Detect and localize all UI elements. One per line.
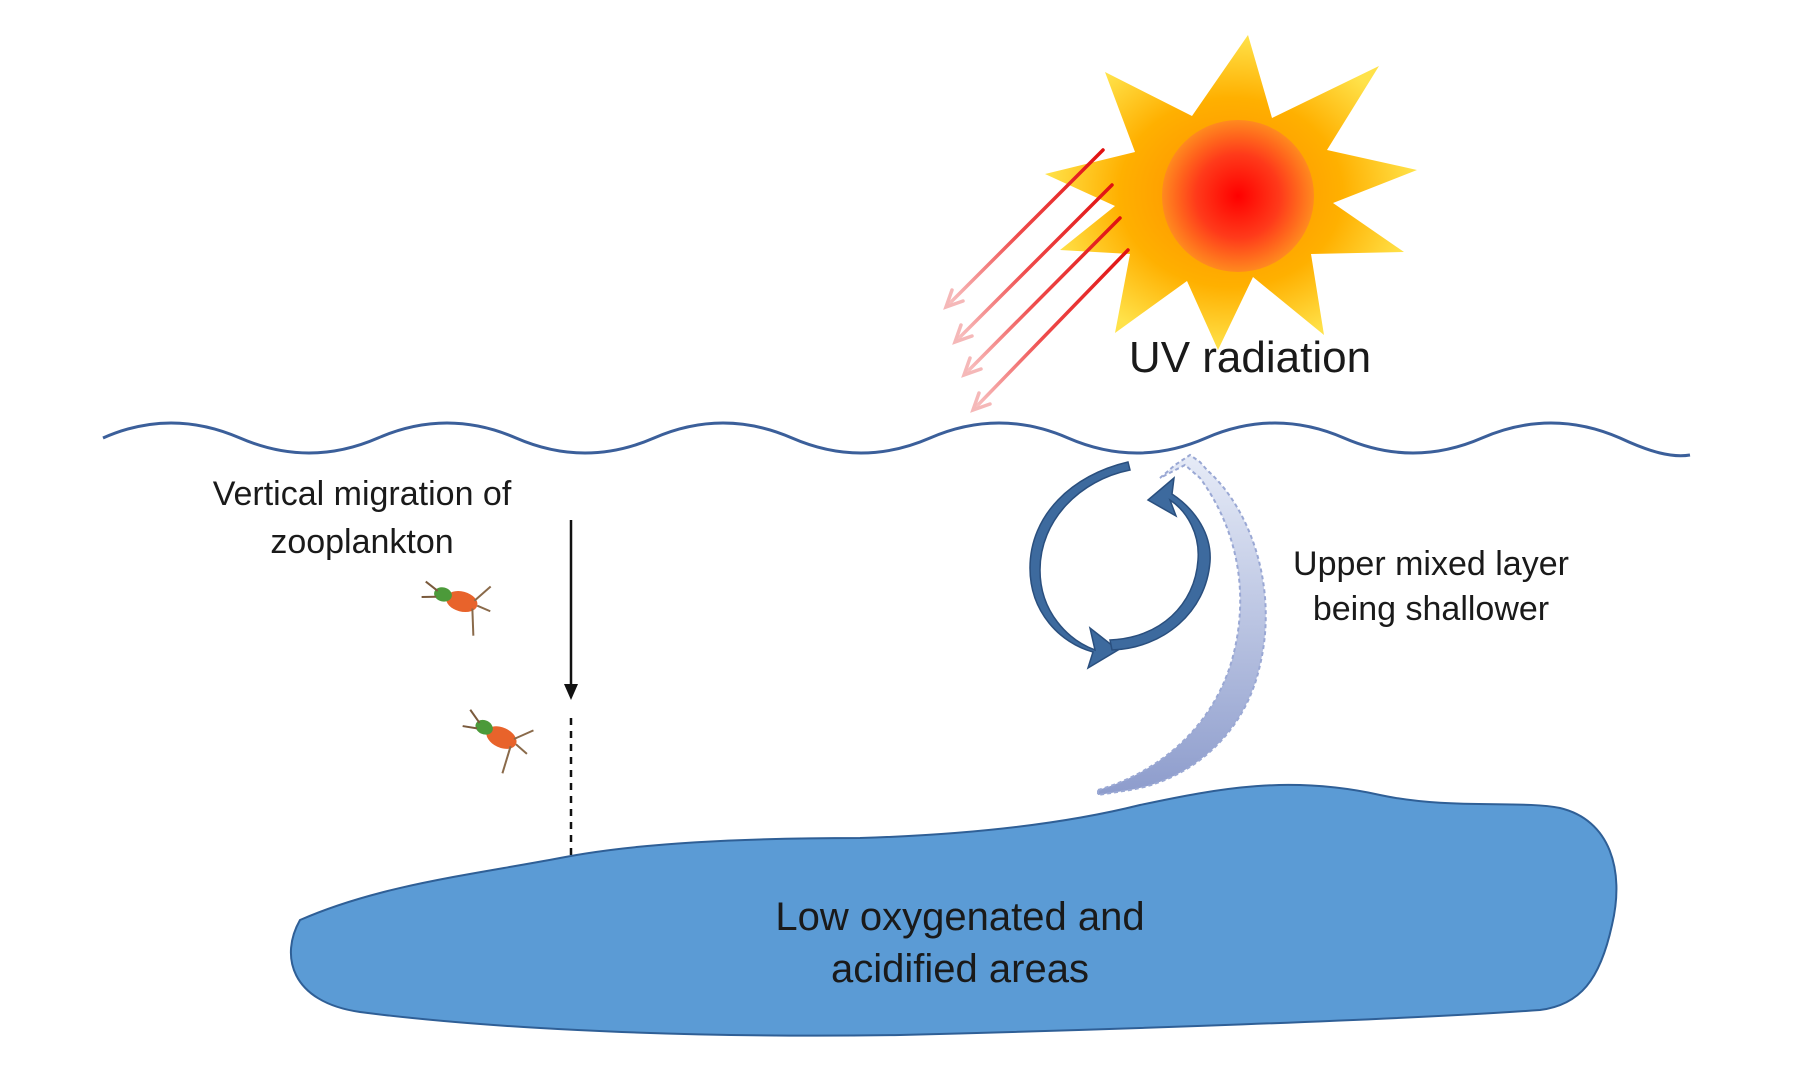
blue-blob — [289, 783, 1618, 1037]
cycle-arrow-left — [1029, 461, 1131, 670]
low-oxygen-label-line1: Low oxygenated and — [775, 895, 1144, 939]
uv-ray-3 — [961, 216, 1122, 378]
migration-arrow-solid — [564, 520, 578, 700]
uv-ray-arrows — [943, 148, 1130, 413]
low-oxygen-label-line2: acidified areas — [831, 947, 1089, 991]
uv-ray-1 — [943, 148, 1105, 310]
wavy-surface-line — [102, 421, 1691, 458]
faded-curved-arrow — [1097, 453, 1267, 797]
uv-ray-2 — [952, 183, 1114, 345]
upper-mixed-label-line1: Upper mixed layer — [1293, 545, 1569, 583]
sun-icon — [1045, 35, 1417, 350]
zooplankton-icon — [462, 709, 534, 774]
upper-mixed-label-line2: being shallower — [1313, 590, 1549, 628]
vertical-migration-label-line2: zooplankton — [270, 523, 453, 561]
uv-ray-4 — [970, 248, 1130, 413]
vertical-migration-label-line1: Vertical migration of — [213, 475, 512, 513]
zooplankton-icon — [421, 580, 492, 636]
circular-mixing-arrows — [1029, 461, 1211, 670]
uv-radiation-label: UV radiation — [1129, 333, 1371, 382]
cycle-arrow-right — [1109, 476, 1211, 651]
